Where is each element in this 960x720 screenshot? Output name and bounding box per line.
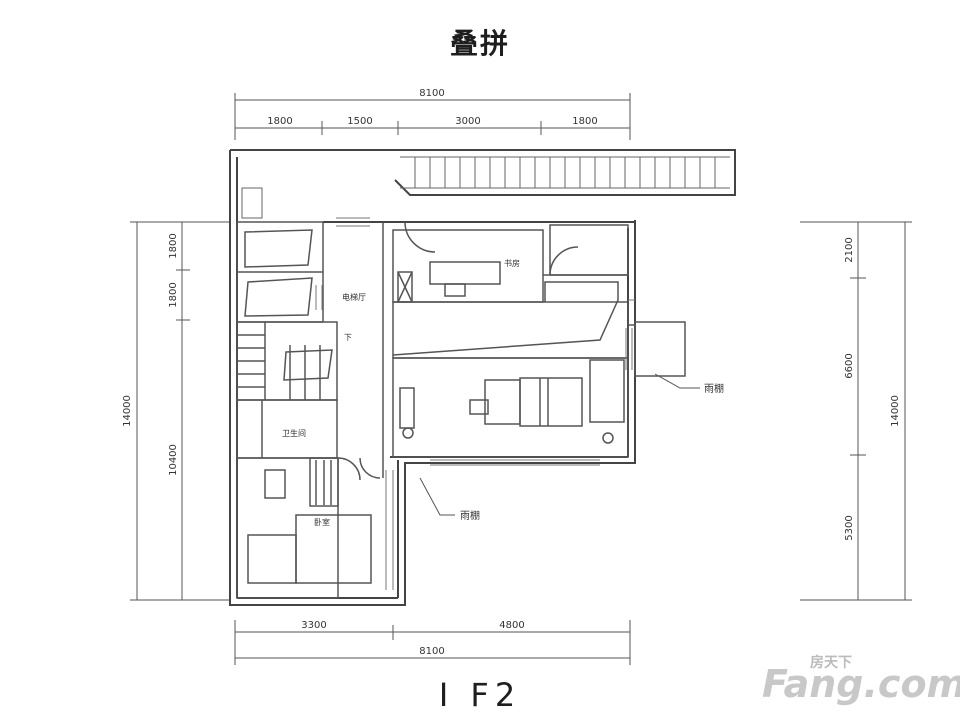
watermark-en: Fang.com (762, 662, 960, 706)
dim-left-inner-1: 1800 (168, 233, 179, 258)
label-canopy-bottom: 雨棚 (460, 509, 480, 522)
dim-top-seg-2: 1500 (347, 116, 372, 127)
dim-right-outer: 14000 (890, 395, 901, 427)
dimension-text: 8100 1800 1500 3000 1800 3300 4800 8100 … (122, 88, 901, 657)
interior-walls (236, 221, 686, 599)
label-elevator-hall: 电梯厅 (342, 292, 366, 302)
terrace-railing (241, 156, 730, 219)
label-bathroom: 卫生间 (282, 428, 306, 438)
label-canopy-right: 雨棚 (704, 382, 724, 395)
dim-top-total: 8100 (419, 88, 444, 99)
dim-bottom-seg-1: 3300 (301, 620, 326, 631)
label-bedroom: 卧室 (314, 517, 330, 527)
dim-left-inner-3: 10400 (168, 444, 179, 476)
plan-title: 叠拼 (449, 27, 510, 60)
label-study: 书房 (504, 258, 520, 268)
dim-top-seg-4: 1800 (572, 116, 597, 127)
leader-lines (419, 373, 700, 516)
watermark-cn: 房天下 (810, 655, 852, 671)
watermark: 房天下 Fang.com (760, 648, 960, 708)
dimension-lines (130, 93, 912, 665)
dim-right-inner-1: 2100 (844, 237, 855, 262)
dim-top-seg-1: 1800 (267, 116, 292, 127)
room-labels: 电梯厅 下 书房 卫生间 卧室 雨棚 雨棚 (282, 258, 724, 527)
label-down: 下 (344, 333, 352, 342)
windows (315, 217, 635, 590)
dim-right-inner-3: 5300 (844, 515, 855, 540)
dim-right-inner-2: 6600 (844, 353, 855, 378)
floor-label: I F2 (438, 676, 522, 714)
dim-bottom-seg-2: 4800 (499, 620, 524, 631)
dim-bottom-total: 8100 (419, 646, 444, 657)
dim-left-outer: 14000 (122, 395, 133, 427)
dim-left-inner-2: 1800 (168, 282, 179, 307)
dim-top-seg-3: 3000 (455, 116, 480, 127)
